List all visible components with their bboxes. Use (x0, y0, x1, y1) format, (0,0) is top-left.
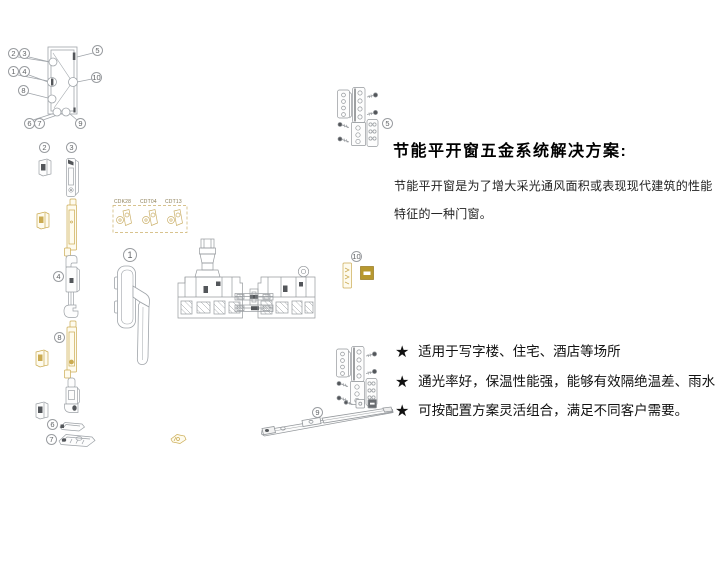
hatch-left (180, 300, 241, 315)
part-yellow-lock-1 (36, 211, 50, 230)
description-line-1: 节能平开窗是为了增大采光通风面积或表现现代建筑的性能 (394, 179, 713, 193)
code-part-1 (116, 209, 132, 226)
component-code-2: CDT04 (140, 199, 157, 205)
star-icon: ★ (395, 344, 410, 361)
part-gray-vert-drawing (64, 377, 80, 413)
profile-cross-section (177, 238, 316, 319)
callout-3-part: 3 (66, 142, 77, 153)
part-6-drawing (59, 422, 86, 432)
description-line-2: 特征的一种门窗。 (394, 207, 493, 221)
component-codes-box (112, 205, 188, 233)
callout-1-part: 1 (123, 248, 137, 262)
callout-4-frame: 4 (19, 66, 30, 77)
callout-4-part: 4 (53, 271, 64, 282)
callout-9-part: 9 (312, 407, 323, 418)
callout-2-part: 2 (39, 142, 50, 153)
feature-item-3: ★ 可按配置方案灵活组合，满足不同客户需要。 (395, 399, 688, 421)
component-code-3: CDT13 (165, 199, 182, 205)
feature-item-2: ★ 通光率好，保温性能强，能够有效隔绝温差、雨水 (395, 370, 715, 392)
part-3-drawing (66, 158, 79, 197)
callout-2-frame: 2 (8, 48, 19, 59)
star-icon: ★ (395, 374, 410, 391)
callout-8-part: 8 (54, 332, 65, 343)
callout-8-frame: 8 (18, 85, 29, 96)
callout-7-part: 7 (46, 434, 57, 445)
part-10-strip (342, 262, 352, 289)
part-yellow-strip-1 (64, 198, 77, 257)
feature-text: 通光率好，保温性能强，能够有效隔绝温差、雨水 (418, 374, 716, 389)
handle-drawing (114, 265, 150, 365)
hinge-assembly-middle (335, 345, 378, 407)
part-7-drawing (58, 434, 96, 447)
callout-9-frame: 9 (75, 118, 86, 129)
part-2-drawing (38, 158, 52, 177)
page-title: 节能平开窗五金系统解决方案: (393, 143, 628, 160)
callout-10-part: 10 (351, 251, 362, 262)
feature-text: 可按配置方案灵活组合，满足不同客户需要。 (418, 403, 689, 418)
callout-7-frame: 7 (34, 118, 45, 129)
feature-text: 适用于写字楼、住宅、酒店等场所 (418, 344, 621, 359)
yellow-clip (170, 434, 187, 444)
code-part-3 (167, 209, 183, 226)
callout-5-frame: 5 (92, 45, 103, 56)
feature-item-1: ★ 适用于写字楼、住宅、酒店等场所 (395, 340, 621, 362)
callout-10-frame: 10 (91, 72, 102, 83)
part-gray-lock-2 (35, 401, 49, 420)
callout-1-frame: 1 (8, 66, 19, 77)
part-8-yellow-strip (64, 320, 77, 379)
hatch-right (260, 300, 314, 315)
stay-arm (261, 399, 394, 437)
part-4-drawing (63, 255, 80, 318)
callout-3-frame: 3 (19, 48, 30, 59)
callout-6-part: 6 (47, 419, 58, 430)
component-code-1: CDK28 (114, 199, 132, 205)
star-icon: ★ (395, 403, 410, 420)
hinge-assembly-top (337, 87, 379, 147)
window-frame-schematic (17, 46, 94, 121)
part-yellow-lock-2 (35, 349, 49, 368)
code-part-2 (142, 209, 158, 226)
callout-5-part: 5 (382, 118, 393, 129)
part-10-block (360, 266, 374, 280)
